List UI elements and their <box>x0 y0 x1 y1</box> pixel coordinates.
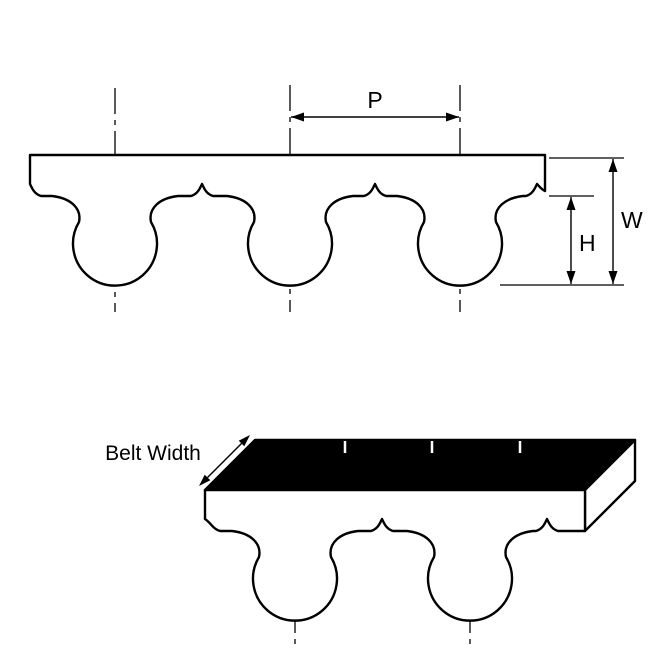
pitch-arrowhead-left <box>291 112 304 122</box>
width-arrowhead-top <box>608 159 618 172</box>
height-arrowhead-top <box>566 197 576 210</box>
belt-3d-front-profile <box>203 488 587 622</box>
width-dimension: W <box>608 159 643 284</box>
height-dimension-label: H <box>579 230 596 256</box>
width-arrowhead-bottom <box>608 271 618 284</box>
height-arrowhead-bottom <box>566 271 576 284</box>
belt-profile-view: P W H <box>28 85 643 312</box>
belt-width-arrow-line <box>207 443 242 478</box>
pitch-arrowhead-right <box>446 112 459 122</box>
height-dimension: H <box>566 197 596 284</box>
pitch-dimension-label: P <box>367 87 382 113</box>
belt-width-arrowhead-top <box>238 435 250 447</box>
belt-width-arrowhead-bottom <box>199 474 211 486</box>
belt-width-label: Belt Width <box>105 442 201 465</box>
width-dimension-label: W <box>621 207 643 233</box>
pitch-dimension: P <box>291 87 459 122</box>
belt-top-surface <box>203 438 637 492</box>
belt-cross-section-outline <box>28 153 547 287</box>
belt-3d-view: Belt Width <box>105 435 637 645</box>
belt-width-dimension: Belt Width <box>105 435 250 486</box>
